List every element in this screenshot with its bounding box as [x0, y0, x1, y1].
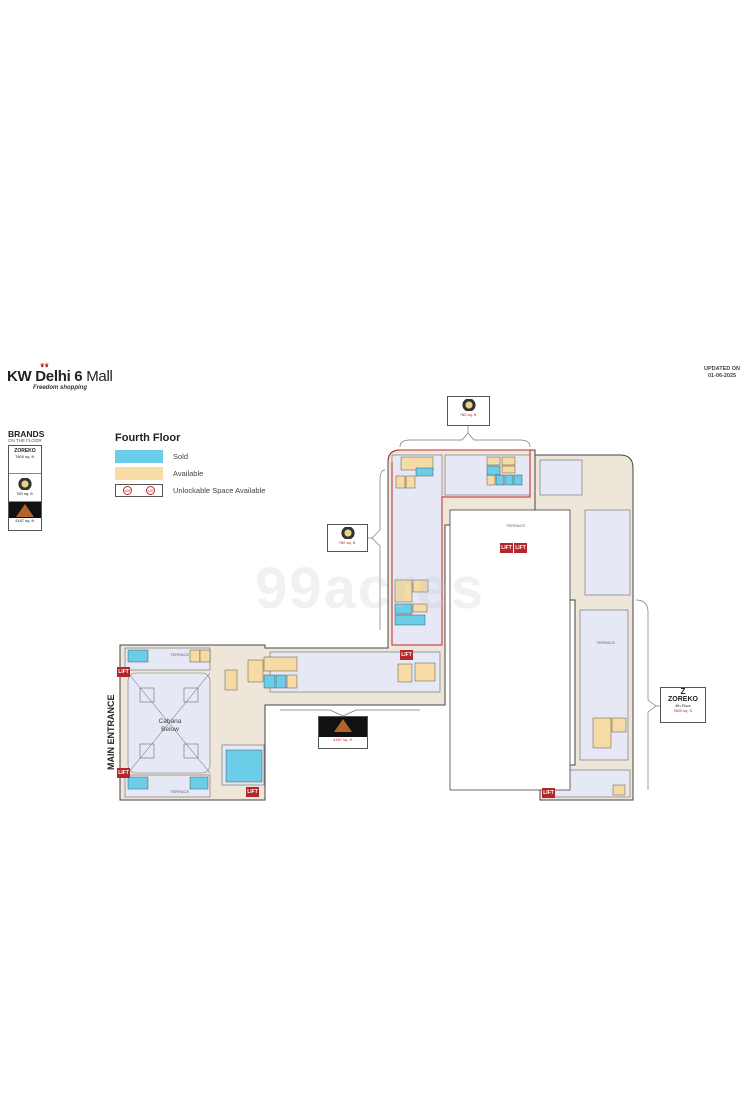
- brand-name: KW Delhi 6: [7, 368, 83, 385]
- terrace-label: TERRACE: [170, 789, 190, 794]
- watermark: 99acres: [255, 556, 486, 621]
- lift-icon: LIFT: [117, 667, 130, 677]
- available-units: [189, 456, 627, 796]
- lift-icon: LIFT: [542, 788, 555, 798]
- callout-zoreko: Z ZOREKO 4th Floor 7800 sq. ft.: [660, 687, 706, 723]
- mall-logo: ♛♛ KW Delhi 6 Mall Freedom shopping: [7, 363, 113, 391]
- brand-logo-icon: [338, 527, 357, 539]
- updated-label: UPDATED ON: [704, 366, 740, 372]
- crown-icon: ♛♛: [40, 363, 49, 369]
- brands-subtitle: ON THE FLOOR: [8, 438, 42, 443]
- lift-icon: LIFT: [117, 768, 130, 778]
- main-entrance-label: MAIN ENTRANCE: [106, 694, 116, 771]
- lift-icon: LIFT: [400, 650, 413, 660]
- brands-title: BRANDS: [8, 429, 45, 439]
- brand-item: 4187 sq. ft.: [9, 502, 41, 530]
- updated-date: 01-06-2025: [707, 373, 737, 379]
- legend-sold: Sold: [115, 448, 265, 465]
- uh-icon: UH: [123, 486, 132, 495]
- terrace-label: TERRACE: [506, 523, 526, 528]
- lift-icon: LIFT: [500, 543, 513, 553]
- legend-available: Available: [115, 465, 265, 482]
- floor-title: Fourth Floor: [115, 432, 181, 444]
- brand-logo-icon: [9, 502, 41, 518]
- callout-top-brand: 780 sq. ft.: [447, 396, 490, 426]
- tagline: Freedom shopping: [33, 385, 87, 391]
- callout-bottom-brand: 4187 sq. ft.: [318, 716, 368, 749]
- terrace-label: TERRACE: [596, 640, 616, 645]
- updated-info: UPDATED ON 01-06-2025: [704, 366, 740, 380]
- brand-logo-icon: [459, 399, 478, 411]
- brand-item: 780 sq. ft.: [9, 474, 41, 502]
- brand-logo-icon: [319, 717, 367, 737]
- uv-icon: UV: [146, 486, 155, 495]
- callout-left-brand: 780 sq. ft.: [327, 524, 368, 552]
- zoreko-z-icon: Z: [680, 687, 686, 696]
- lift-icon: LIFT: [246, 787, 259, 797]
- brand-suffix: Mall: [86, 368, 113, 385]
- brand-logo-icon: [16, 478, 34, 490]
- lift-icon: LIFT: [514, 543, 527, 553]
- sold-units: [127, 465, 523, 790]
- cabana-label: Cabana Below: [158, 718, 182, 733]
- terrace-label: TERRACE: [170, 652, 190, 657]
